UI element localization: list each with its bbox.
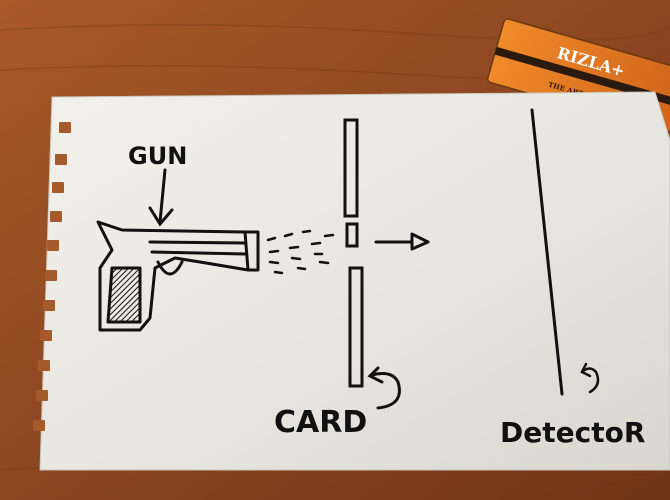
paper-sheet: [39, 91, 670, 471]
detector-screen: [530, 108, 564, 396]
card-pointer-arrow: [367, 366, 401, 410]
detector-pointer-arrow: [580, 362, 600, 394]
transmission-arrow: [374, 232, 430, 251]
label-detector: DetectoR: [500, 416, 645, 449]
card-barrier: [343, 118, 364, 388]
particle-spray: [266, 229, 335, 275]
gun-drawing: [96, 220, 260, 332]
label-card: CARD: [274, 405, 367, 440]
gun-pointer-arrow: [148, 168, 174, 227]
binding-holes: [33, 122, 71, 431]
label-gun: GUN: [128, 142, 187, 170]
